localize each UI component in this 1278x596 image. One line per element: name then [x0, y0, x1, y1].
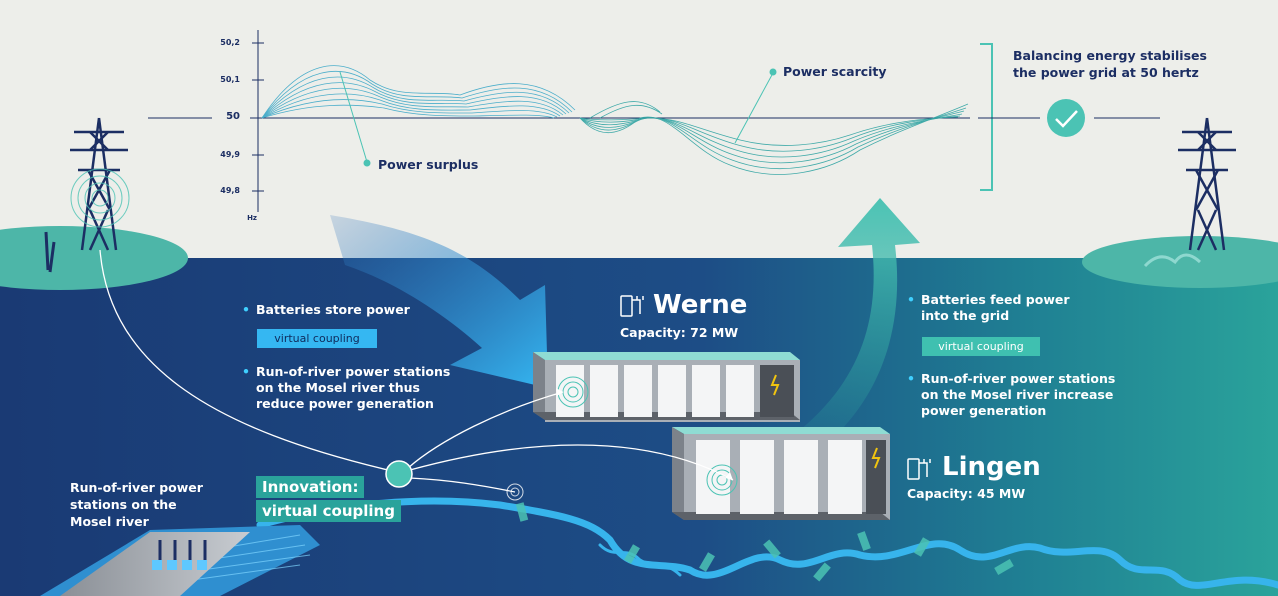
arrow-up-icon [800, 198, 920, 450]
site-werne-capacity: Capacity: 72 MW [620, 325, 739, 340]
charger-werne-icon [620, 295, 644, 317]
charger-lingen-icon [907, 458, 931, 480]
river-stations-label: Run-of-river power stations on the Mosel… [70, 480, 203, 529]
site-werne-name: Werne [653, 290, 748, 320]
y-tick-label: 50 [226, 111, 240, 122]
y-axis-unit: Hz [247, 214, 257, 222]
innovation-title: Innovation: [256, 476, 365, 498]
dam-icon [40, 525, 320, 596]
power-scarcity-label: Power scarcity [783, 64, 887, 79]
y-tick-label: 50,2 [220, 38, 240, 47]
balancing-label: Balancing energy stabilises the power gr… [1013, 48, 1207, 80]
left-coupling-tag: virtual coupling [257, 329, 377, 348]
left-bullet-reduce: Run-of-river power stations on the Mosel… [242, 364, 450, 412]
right-bullet-increase: Run-of-river power stations on the Mosel… [907, 371, 1115, 419]
left-bullet-store: Batteries store power [242, 302, 410, 318]
right-coupling-tag: virtual coupling [922, 337, 1040, 356]
site-lingen-name: Lingen [942, 452, 1041, 482]
battery-lingen-icon [672, 427, 890, 520]
site-lingen-capacity: Capacity: 45 MW [907, 486, 1026, 501]
y-tick-label: 49,8 [220, 186, 240, 195]
pylon-right-icon [1178, 117, 1236, 251]
innovation-subtitle: virtual coupling [256, 500, 401, 522]
check-icon [1047, 99, 1085, 137]
y-tick-label: 50,1 [220, 75, 240, 84]
right-bullet-feed: Batteries feed power into the grid [907, 292, 1069, 324]
coupling-node-icon [385, 460, 413, 488]
battery-werne-icon [533, 352, 800, 422]
power-surplus-label: Power surplus [378, 157, 479, 172]
arrow-down-icon [330, 215, 548, 388]
y-tick-label: 49,9 [220, 150, 240, 159]
